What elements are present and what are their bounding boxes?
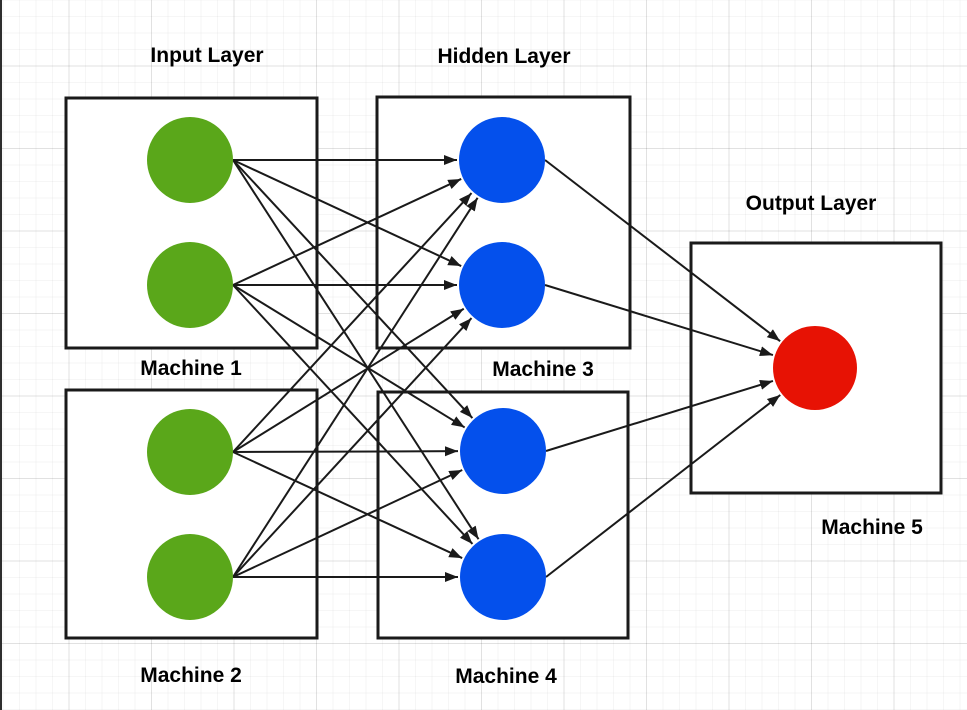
edge-i1-h2[interactable] xyxy=(232,159,462,267)
node-h1[interactable] xyxy=(459,117,545,203)
machine3-label: Machine 3 xyxy=(492,358,594,381)
output-layer-label: Output Layer xyxy=(745,192,877,215)
edge-i1-h4[interactable] xyxy=(232,159,480,540)
edge-i4-h3[interactable] xyxy=(232,469,463,578)
node-h4[interactable] xyxy=(460,534,546,620)
machine5-label: Machine 5 xyxy=(821,516,923,539)
edge-h4-o1[interactable] xyxy=(545,394,781,578)
node-i1[interactable] xyxy=(147,117,233,203)
edge-i1-h3[interactable] xyxy=(232,159,474,419)
canvas-left-edge xyxy=(0,0,2,710)
edge-i2-h1[interactable] xyxy=(232,178,462,286)
edge-h1-o1[interactable] xyxy=(544,159,781,342)
edge-i4-h1[interactable] xyxy=(232,197,479,578)
machine4-label: Machine 4 xyxy=(455,665,557,688)
edge-i2-h3[interactable] xyxy=(232,284,466,429)
node-i2[interactable] xyxy=(147,242,233,328)
node-h3[interactable] xyxy=(460,408,546,494)
node-h2[interactable] xyxy=(459,242,545,328)
edge-i3-h2[interactable] xyxy=(232,307,465,453)
node-i3[interactable] xyxy=(147,409,233,495)
input-layer-label: Input Layer xyxy=(150,44,264,67)
node-o1[interactable] xyxy=(773,326,857,410)
node-i4[interactable] xyxy=(147,534,233,620)
edge-h2-o1[interactable] xyxy=(544,284,774,357)
edge-i3-h4[interactable] xyxy=(232,451,463,560)
machine2-label: Machine 2 xyxy=(140,664,242,687)
edge-i4-h2[interactable] xyxy=(232,317,473,578)
edge-h3-o1[interactable] xyxy=(545,380,774,452)
machine1-label: Machine 1 xyxy=(140,357,242,380)
hidden-layer-label: Hidden Layer xyxy=(437,45,571,68)
edge-i3-h3[interactable] xyxy=(232,446,459,457)
edge-i3-h1[interactable] xyxy=(232,192,473,453)
edge-i2-h4[interactable] xyxy=(232,284,474,545)
